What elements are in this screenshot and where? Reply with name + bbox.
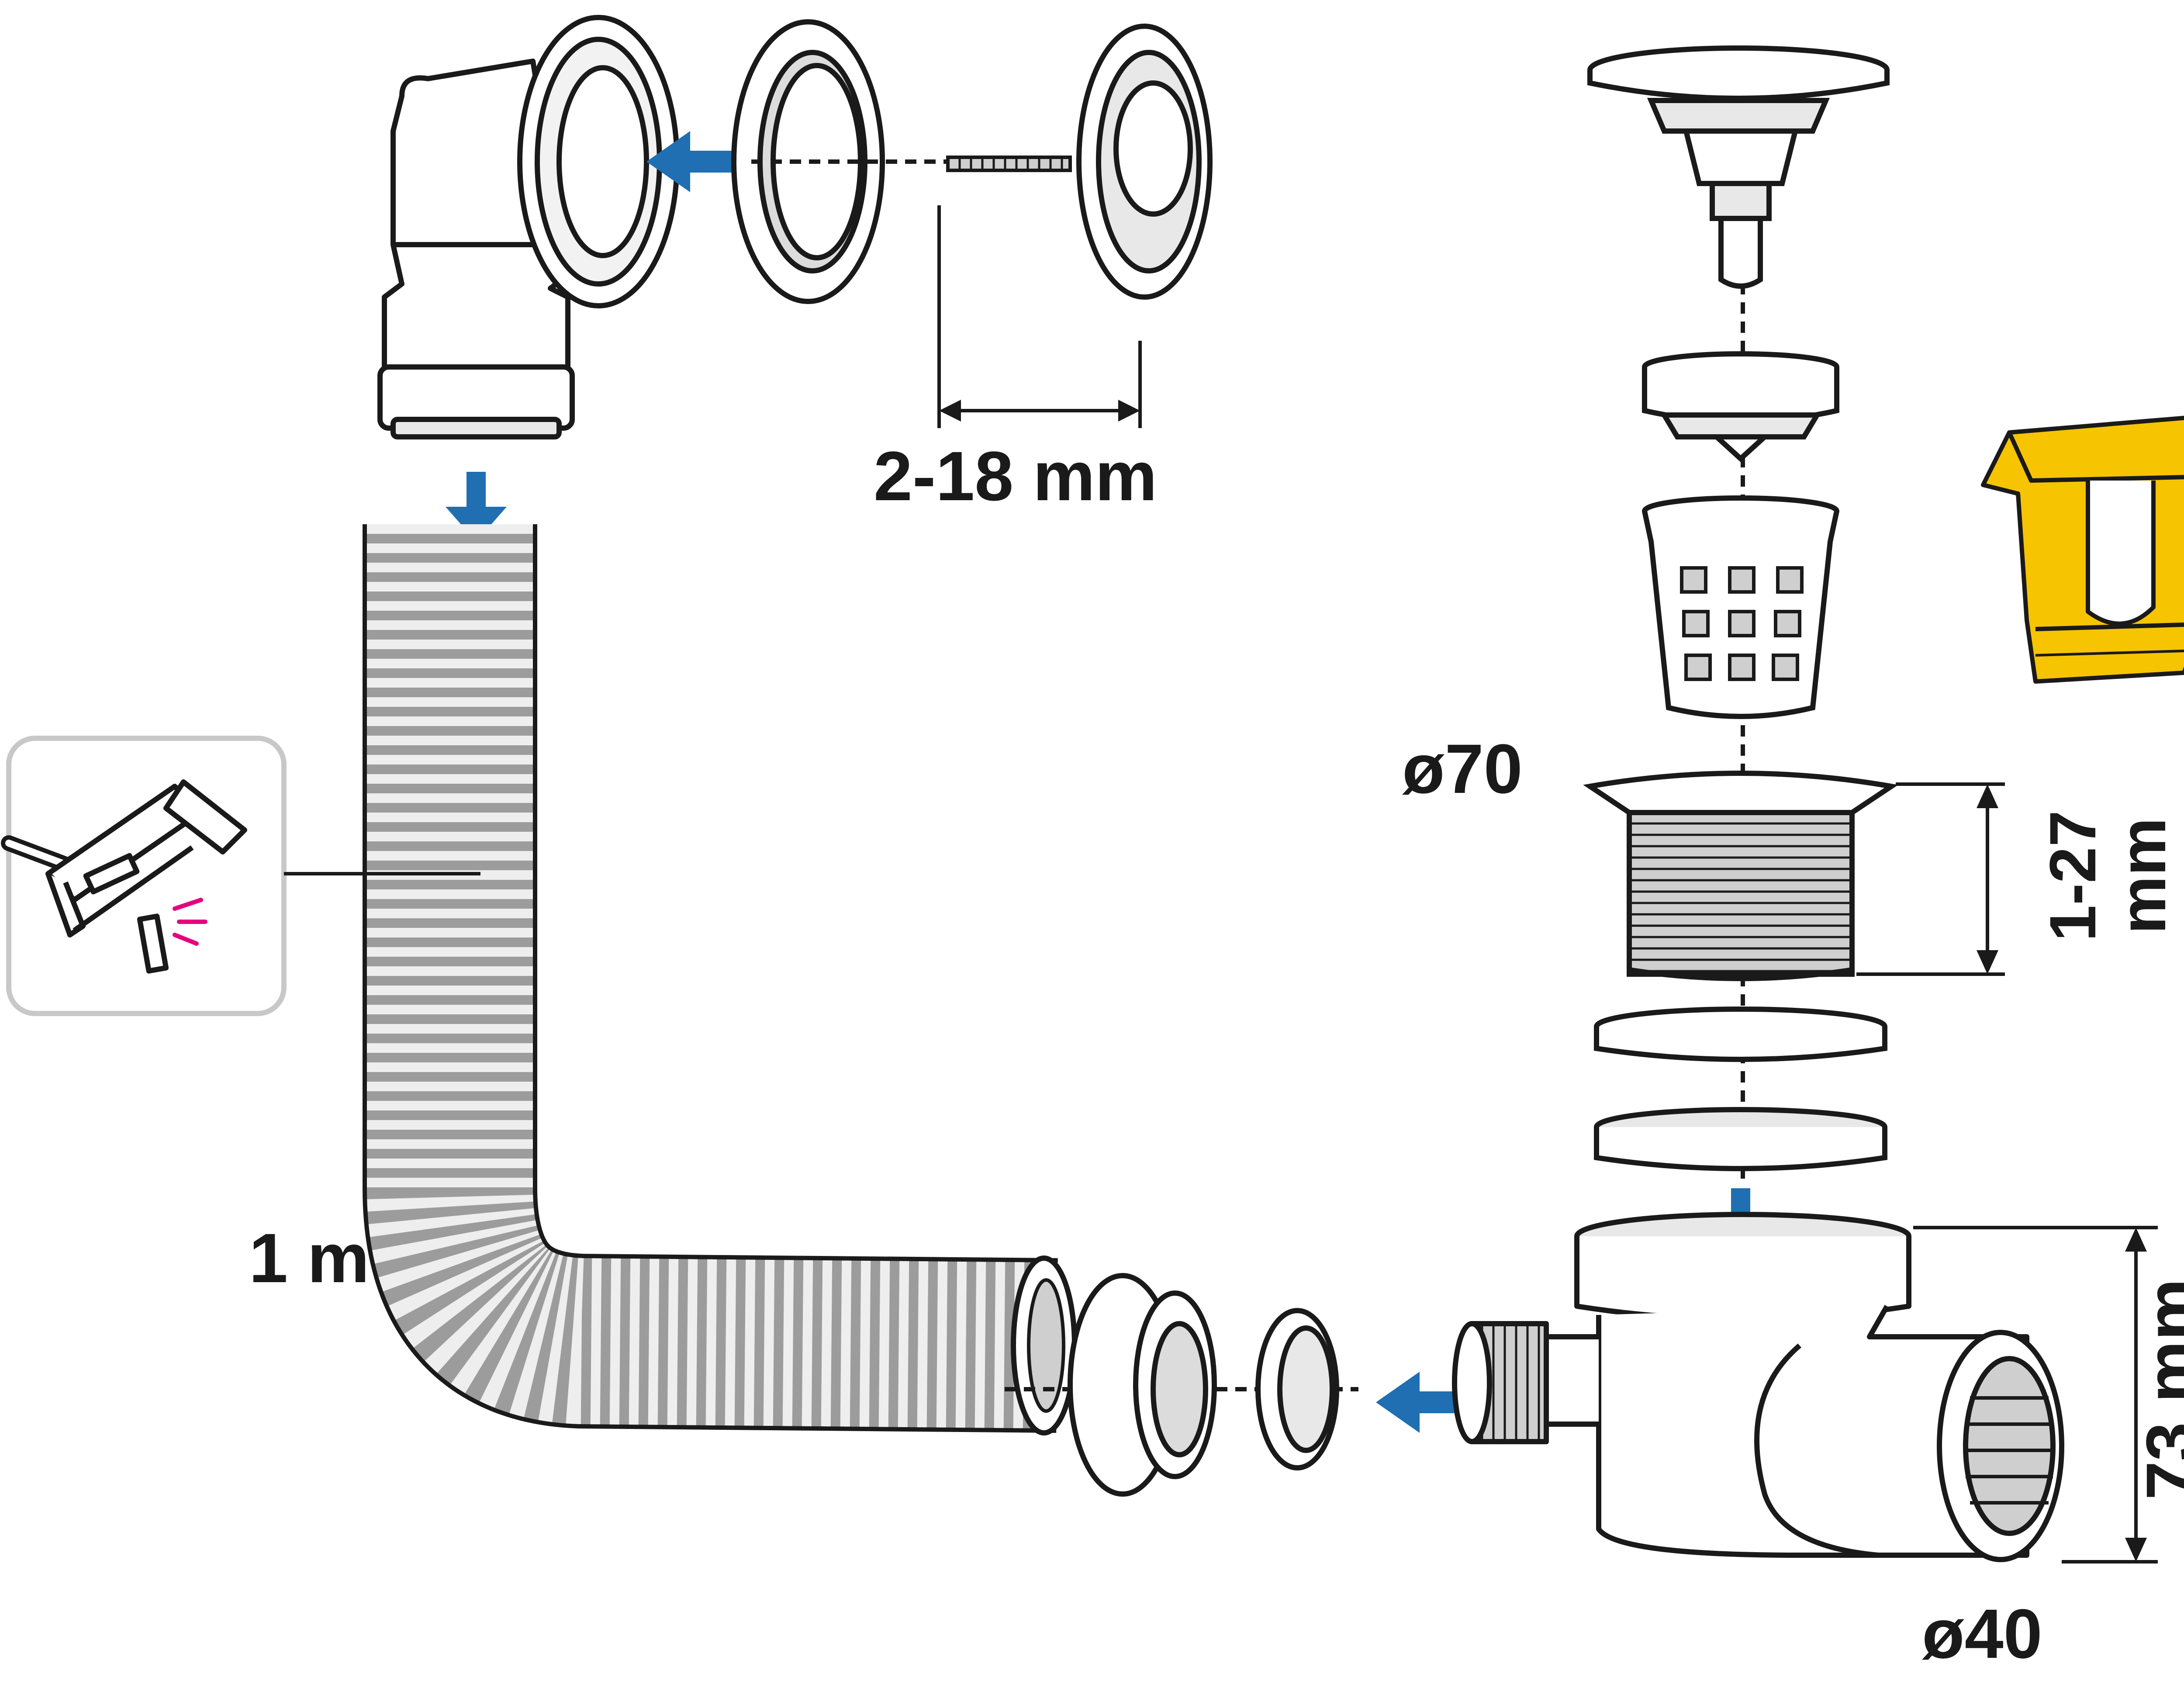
label-drain-diameter: ø70 bbox=[1402, 730, 1523, 808]
dimension-drain-thickness bbox=[1856, 782, 2005, 976]
drain-body bbox=[1583, 771, 1898, 981]
hose-seal bbox=[1255, 1308, 1339, 1470]
strainer-basket bbox=[1642, 495, 1839, 719]
label-trap-height: 73 mm bbox=[2132, 1278, 2184, 1500]
label-hose-length: 1 m bbox=[249, 1219, 370, 1297]
hose-nut bbox=[1068, 1273, 1217, 1497]
label-drain-thickness-line2: mm bbox=[2106, 817, 2179, 934]
overflow-screw bbox=[946, 156, 1072, 172]
bath-trap bbox=[1452, 1212, 2064, 1562]
dimension-overflow-thickness bbox=[937, 205, 1142, 428]
label-outlet-diameter: ø40 bbox=[1922, 1595, 2042, 1673]
flexible-hose bbox=[363, 524, 1077, 1435]
dimension-trap-height bbox=[1913, 1226, 2158, 1563]
label-overflow-thickness: 2-18 mm bbox=[874, 437, 1158, 515]
arrow-into-seal bbox=[1376, 1372, 1459, 1433]
label-drain-thickness-line1: 1-27 bbox=[2036, 810, 2109, 942]
flat-washer bbox=[1594, 1007, 1887, 1062]
cartridge-nut bbox=[1642, 351, 1839, 463]
popup-stopper bbox=[1587, 45, 1890, 289]
arrow-into-overflow bbox=[646, 131, 734, 192]
overflow-cover bbox=[1076, 24, 1213, 300]
overflow-elbow bbox=[377, 15, 680, 439]
saw-cutting-hose-icon bbox=[1, 736, 480, 1016]
yellow-clip-tool-icon bbox=[1981, 415, 2184, 684]
drain-lock-ring bbox=[1594, 1107, 1887, 1171]
